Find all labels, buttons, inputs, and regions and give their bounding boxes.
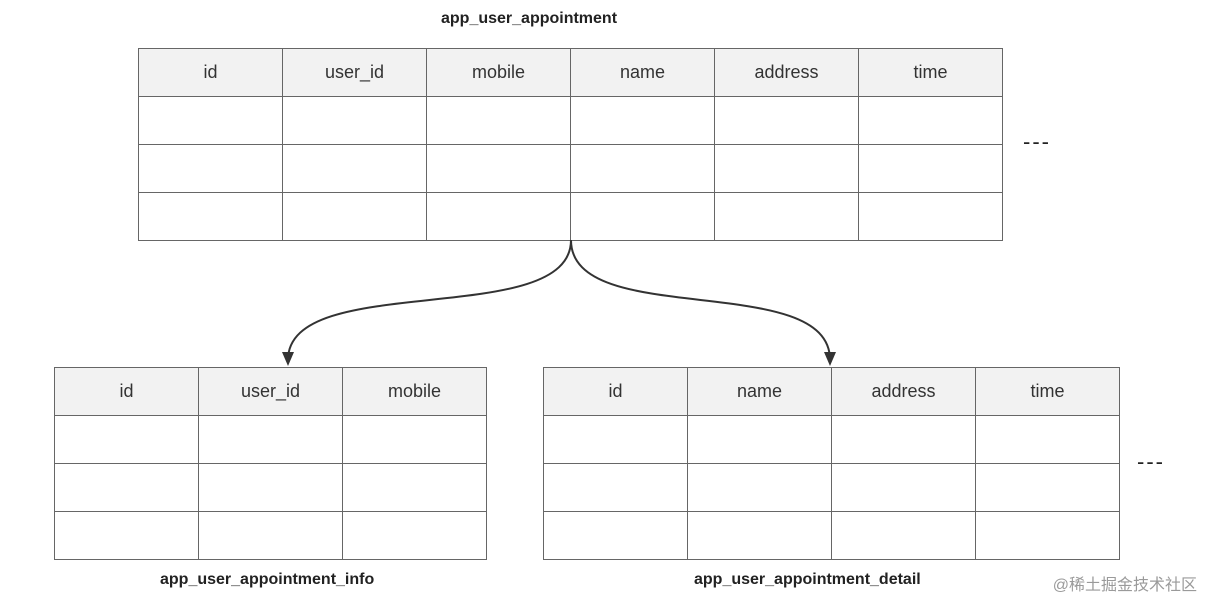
table-row [138, 96, 1003, 145]
table-cell [198, 415, 343, 464]
table-cell [543, 511, 688, 560]
table-cell [570, 144, 715, 193]
table-cell [54, 463, 199, 512]
column-header: name [570, 48, 715, 97]
table-cell [858, 96, 1003, 145]
column-header: id [543, 367, 688, 416]
table-row [138, 144, 1003, 193]
arrow-to-info-table [287, 239, 572, 361]
table-cell [687, 463, 832, 512]
watermark: @稀土掘金技术社区 [1052, 577, 1197, 594]
table-cell [858, 192, 1003, 241]
table-cell [543, 463, 688, 512]
column-header: mobile [342, 367, 487, 416]
table-cell [687, 511, 832, 560]
column-header: name [687, 367, 832, 416]
table-row [138, 192, 1003, 241]
table-cell [54, 511, 199, 560]
main-table-continuation: --- [1023, 129, 1051, 154]
table-row [543, 463, 1120, 512]
table-row [543, 415, 1120, 464]
column-header: address [831, 367, 976, 416]
table-cell [543, 415, 688, 464]
table-cell [570, 192, 715, 241]
table-cell [342, 415, 487, 464]
table-cell [426, 96, 571, 145]
arrowhead-detail [824, 352, 836, 366]
table-row [54, 463, 487, 512]
column-header: user_id [282, 48, 427, 97]
table-row [543, 511, 1120, 560]
table-cell [426, 192, 571, 241]
table-cell [975, 511, 1120, 560]
detail-table-continuation: --- [1137, 449, 1165, 474]
table-cell [342, 511, 487, 560]
column-header: address [714, 48, 859, 97]
column-header: time [975, 367, 1120, 416]
table-cell [714, 96, 859, 145]
table-cell [831, 415, 976, 464]
table-cell [975, 415, 1120, 464]
table-cell [282, 192, 427, 241]
table-cell [714, 192, 859, 241]
table-cell [198, 463, 343, 512]
detail-table-title: app_user_appointment_detail [694, 571, 921, 588]
column-header: mobile [426, 48, 571, 97]
column-header: user_id [198, 367, 343, 416]
table-cell [570, 96, 715, 145]
table-cell [342, 463, 487, 512]
arrow-to-detail-table [570, 239, 831, 361]
table-cell [138, 192, 283, 241]
table-cell [426, 144, 571, 193]
column-header: id [54, 367, 199, 416]
table-row [54, 511, 487, 560]
table-cell [831, 511, 976, 560]
table-cell [54, 415, 199, 464]
table-cell [831, 463, 976, 512]
table-cell [282, 96, 427, 145]
main-table-title: app_user_appointment [441, 10, 618, 27]
info-table-title: app_user_appointment_info [160, 571, 375, 588]
table-cell [687, 415, 832, 464]
arrowhead-info [282, 352, 294, 366]
table-cell [198, 511, 343, 560]
table-cell [282, 144, 427, 193]
table-cell [858, 144, 1003, 193]
table-cell [975, 463, 1120, 512]
table-row [54, 415, 487, 464]
table-cell [138, 96, 283, 145]
